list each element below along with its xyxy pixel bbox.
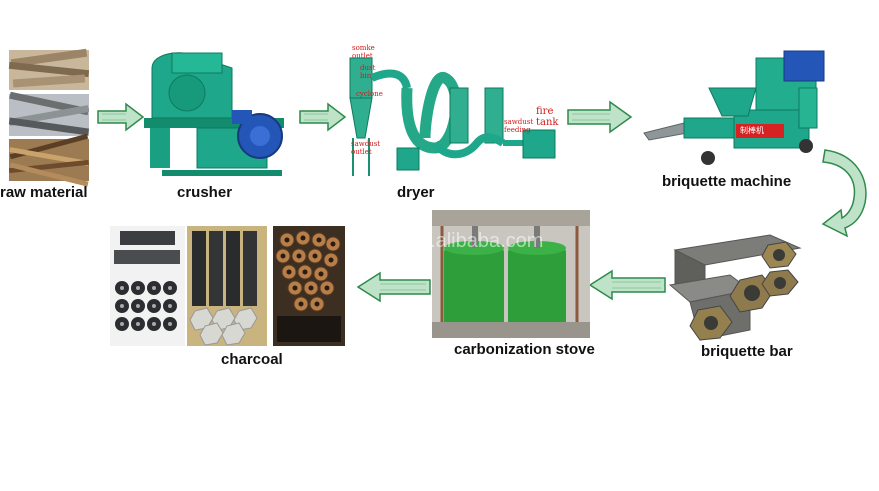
annotation-cyclone: cyclone: [356, 90, 383, 98]
label-briquette-machine: briquette machine: [662, 173, 791, 190]
arrow-dryer-to-briquette-machine: [568, 102, 632, 132]
arrow-bar-to-stove: [590, 271, 665, 299]
label-briquette-bar: briquette bar: [701, 343, 793, 360]
charcoal-photo-bars: [187, 226, 267, 346]
raw-material-photo-sticks: [9, 139, 89, 181]
annotation-smoke-outlet: somke outlet: [352, 44, 382, 60]
label-charcoal: charcoal: [221, 351, 283, 368]
briquette-machine: [644, 48, 829, 168]
annotation-dust-bin: dust bin: [360, 64, 378, 80]
raw-material-photo-branches: [9, 50, 89, 90]
crusher-machine: [142, 48, 292, 183]
arrow-stove-to-charcoal: [358, 273, 430, 301]
raw-material-photos: [9, 50, 89, 182]
raw-material-photo-logs: [9, 94, 89, 136]
label-carbonization-stove: carbonization stove: [454, 341, 595, 358]
annotation-sawdust-outlet: sawdust outlet: [351, 140, 379, 156]
briquette-bar-photo: [670, 230, 805, 342]
charcoal-photo-stack: [110, 226, 185, 346]
label-dryer: dryer: [397, 184, 435, 201]
charcoal-photo-tubes: [273, 226, 345, 346]
arrow-raw-to-crusher: [98, 104, 144, 130]
arrow-crusher-to-dryer: [300, 104, 346, 130]
annotation-fire-tank: fire tank: [536, 106, 566, 128]
label-crusher: crusher: [177, 184, 232, 201]
watermark: zthbkj.en.alibaba.com: [350, 230, 543, 253]
briquette-machine-plate: 制棒机: [740, 125, 764, 136]
annotation-sawdust-feeding: sawdust feeding: [504, 118, 534, 134]
label-raw-material: raw material: [0, 184, 88, 201]
